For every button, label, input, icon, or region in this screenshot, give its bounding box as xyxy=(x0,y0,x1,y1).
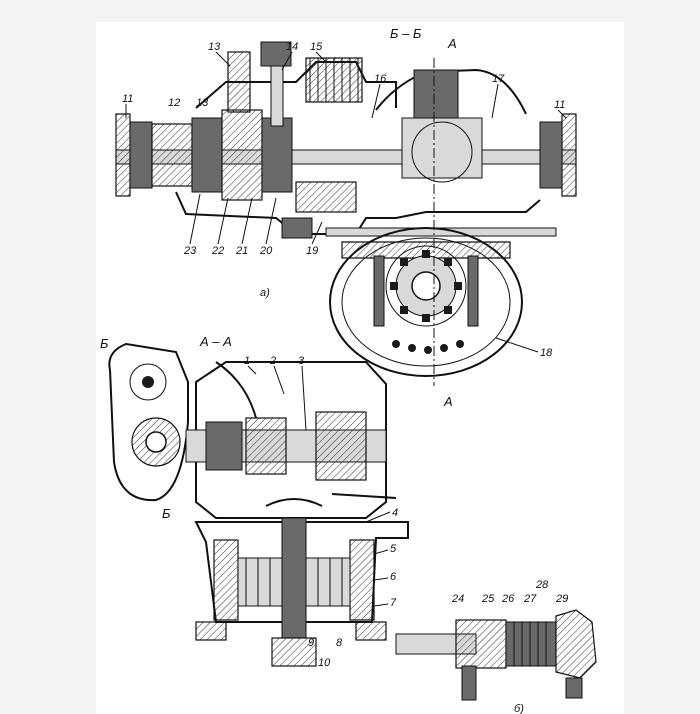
section-b-mid-label: Б xyxy=(162,506,171,521)
view-a-crown-wheel xyxy=(329,58,523,386)
callout-15: 14 xyxy=(286,41,298,53)
section-labels: Б – Б А А – А А Б Б а) б) xyxy=(100,26,524,714)
callout-20: 19 xyxy=(306,245,318,257)
view-b-shaft xyxy=(395,609,597,701)
callout-3: 3 xyxy=(298,355,305,367)
callout-19: 18 xyxy=(540,347,553,359)
view-b-caption: б) xyxy=(514,703,524,714)
callout-21: 20 xyxy=(259,245,273,257)
view-a-caption: а) xyxy=(260,287,270,299)
section-b-left-label: Б xyxy=(100,336,109,351)
technical-drawing: Б – Б А А – А А Б Б а) б) 13 14 15 16 17… xyxy=(100,26,597,714)
callout-17: 16 xyxy=(374,73,387,85)
callout-27: 26 xyxy=(501,593,515,605)
callout-18: 17 xyxy=(492,73,505,85)
callout-22: 21 xyxy=(235,245,248,257)
callout-8: 8 xyxy=(336,637,343,649)
callout-12: 12 xyxy=(168,97,180,109)
leader-lines xyxy=(125,51,567,607)
view-a-axle-section xyxy=(115,41,577,239)
section-a-bottom-label: А xyxy=(443,394,453,409)
drawing-sheet: Б – Б А А – А А Б Б а) б) 13 14 15 16 17… xyxy=(96,22,624,714)
view-aa-section xyxy=(108,342,409,667)
callout-24: 23 xyxy=(183,245,197,257)
callout-13: 13 xyxy=(196,97,209,109)
section-a-top-label: А xyxy=(447,36,457,51)
callout-4: 4 xyxy=(392,507,398,519)
section-bb-label: Б – Б xyxy=(390,26,422,41)
callout-1: 1 xyxy=(244,355,250,367)
callout-14: 13 xyxy=(208,41,221,53)
callout-11-left: 11 xyxy=(122,93,133,105)
callout-9: 9 xyxy=(308,637,314,649)
callout-7: 7 xyxy=(390,597,397,609)
callout-25: 24 xyxy=(451,593,464,605)
callout-28: 27 xyxy=(523,593,537,605)
callout-16: 15 xyxy=(310,41,323,53)
callout-2: 2 xyxy=(269,355,276,367)
callout-23: 22 xyxy=(211,245,224,257)
callout-26: 25 xyxy=(481,593,495,605)
callout-10: 10 xyxy=(318,657,331,669)
callout-30: 29 xyxy=(555,593,568,605)
callout-29: 28 xyxy=(535,579,549,591)
section-aa-label: А – А xyxy=(199,334,232,349)
callout-11-right: 11 xyxy=(554,99,565,111)
callout-6: 6 xyxy=(390,571,397,583)
callout-numbers: 13 14 15 16 17 11 12 13 11 23 22 21 20 1… xyxy=(122,41,568,669)
callout-5: 5 xyxy=(390,543,397,555)
